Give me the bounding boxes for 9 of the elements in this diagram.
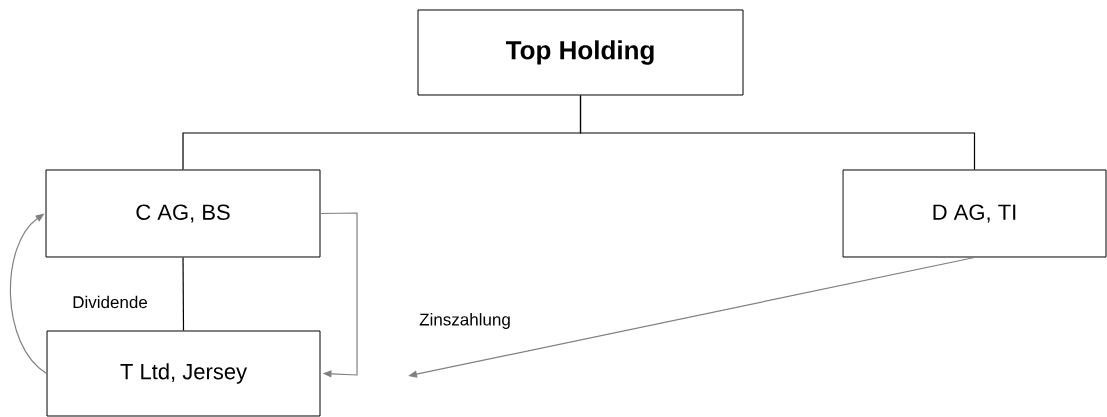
holding-box: Top Holding xyxy=(417,9,744,96)
edge-label: Zinszahlung xyxy=(418,312,512,330)
connector-line xyxy=(579,94,976,171)
company-box: D AG, TI xyxy=(842,169,1107,258)
company-box: T Ltd, Jersey xyxy=(46,330,321,417)
company-box: C AG, BS xyxy=(45,169,321,258)
connector-line xyxy=(182,256,185,332)
arrow xyxy=(9,213,48,375)
arrow xyxy=(319,212,358,378)
